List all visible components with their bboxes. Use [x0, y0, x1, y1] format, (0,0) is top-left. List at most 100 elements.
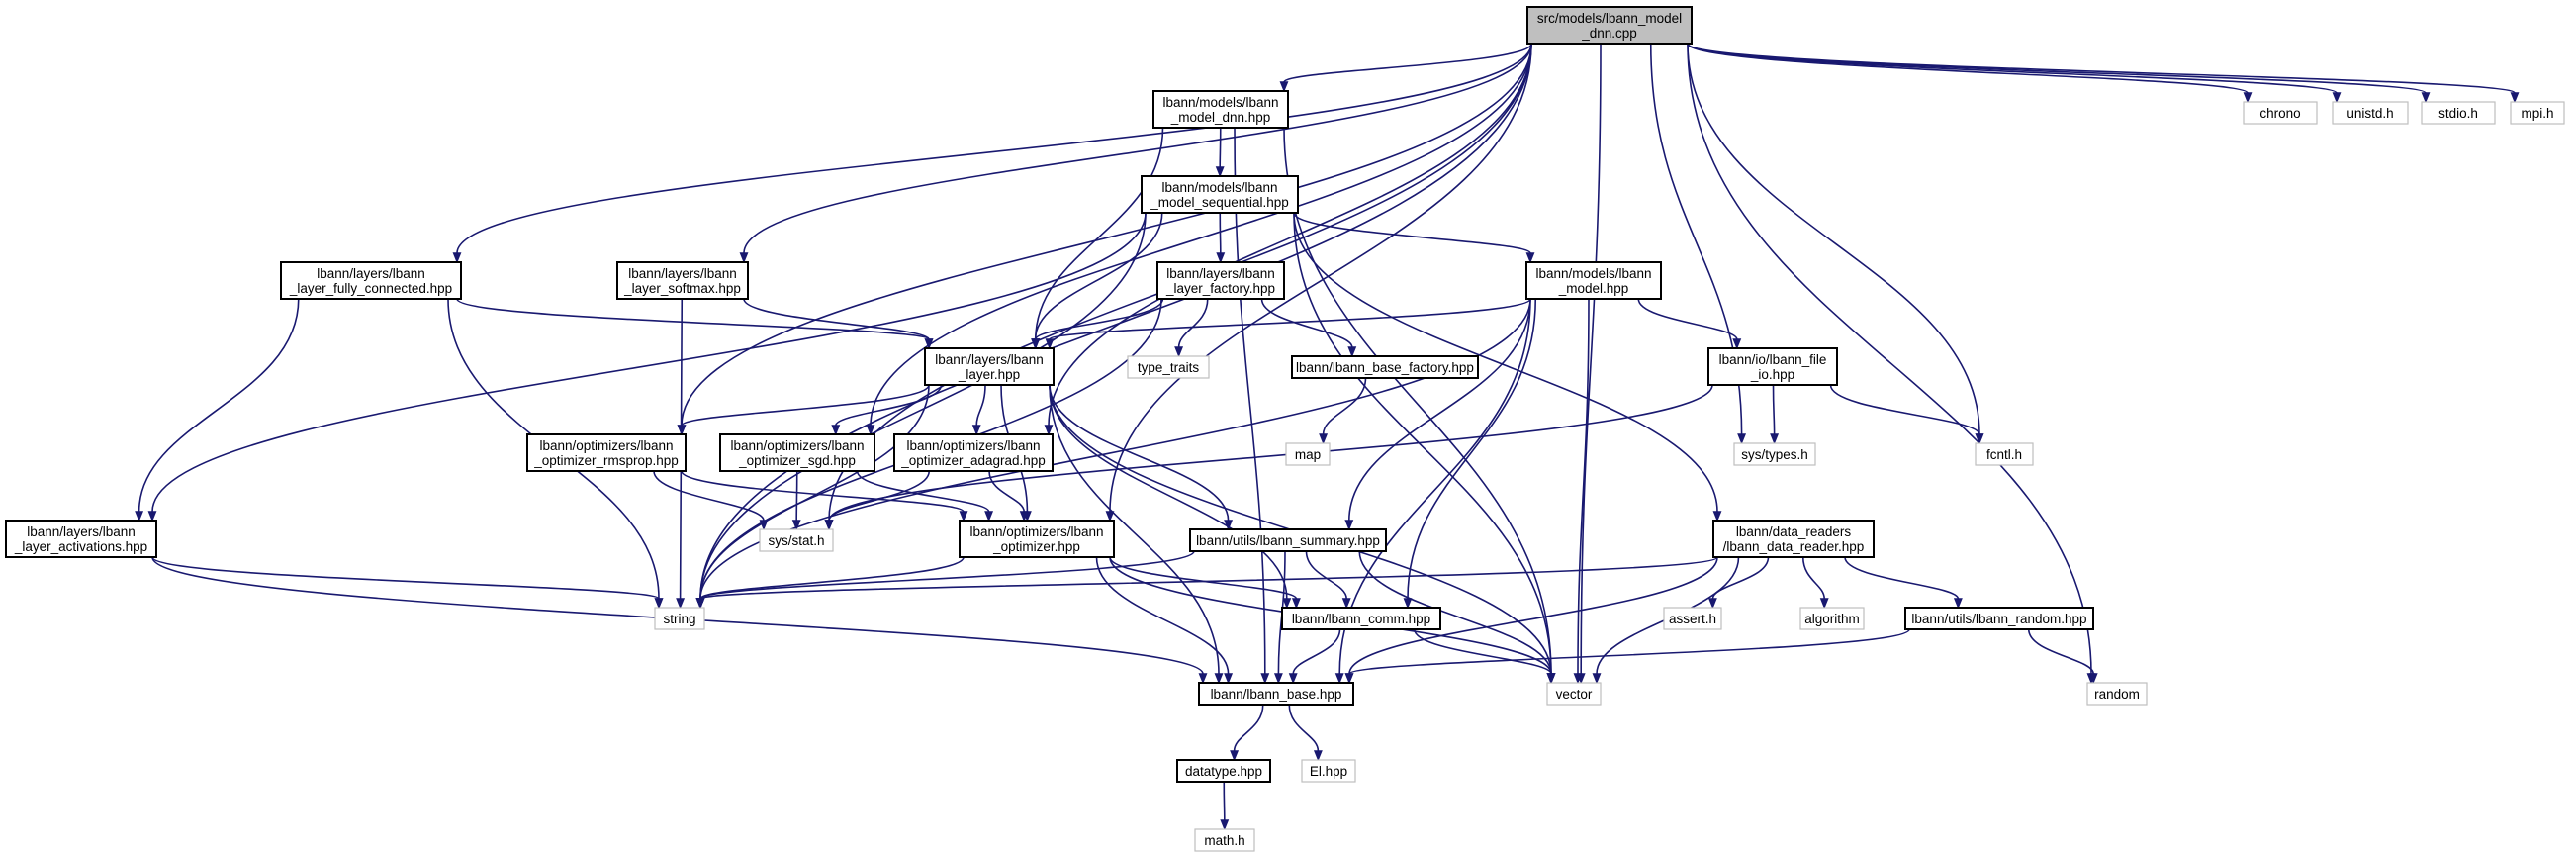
node-lbann-io-lbann-file-io-hpp[interactable]: lbann/io/lbann_file_io.hpp [1707, 347, 1838, 386]
node-datatype-hpp[interactable]: datatype.hpp [1176, 759, 1271, 783]
edge-n5-n8 [1177, 298, 1209, 348]
node-lbann-layers-lbann-layer-hpp[interactable]: lbann/layers/lbann_layer.hpp [924, 347, 1055, 386]
node-lbann-lbann-base-hpp[interactable]: lbann/lbann_base.hpp [1198, 682, 1354, 706]
edge-n6-n28 [1577, 298, 1590, 675]
node-lbann-optimizers-lbann-optimizer-sgd-hpp[interactable]: lbann/optimizers/lbann_optimizer_sgd.hpp [719, 433, 875, 472]
node-label: /lbann_data_reader.hpp [1723, 539, 1865, 554]
edge-n2-n7 [1034, 212, 1163, 340]
edge-n19-n23 [1109, 556, 1298, 600]
edge-n0-n15 [870, 43, 1532, 427]
node-string[interactable]: string [654, 607, 705, 630]
node-sys-stat-h[interactable]: sys/stat.h [759, 528, 834, 552]
node-label: lbann/optimizers/lbann [730, 438, 864, 453]
edge-n14-n18 [653, 470, 765, 522]
edge-n14-n19 [681, 470, 965, 513]
arrowhead-icon [1732, 338, 1742, 350]
edge-n6-n10 [1637, 298, 1738, 340]
node-box [5, 520, 157, 558]
arrowhead-icon [1224, 673, 1234, 685]
edge-n21-n25 [1801, 556, 1825, 600]
node-label: _model.hpp [1558, 281, 1629, 296]
node-lbann-models-lbann-model-dnn-hpp[interactable]: lbann/models/lbann_model_dnn.hpp [1152, 90, 1289, 129]
node-lbann-optimizers-lbann-optimizer-adagrad-hpp[interactable]: lbann/optimizers/lbann_optimizer_adagrad… [893, 433, 1054, 472]
node-lbann-lbann-comm-hpp[interactable]: lbann/lbann_comm.hpp [1281, 607, 1441, 630]
edge-n20-n23 [1305, 550, 1347, 600]
node-box [759, 528, 834, 552]
node-lbann-layers-lbann-layer-activations-hpp[interactable]: lbann/layers/lbann_layer_activations.hpp [5, 520, 157, 558]
node-vector[interactable]: vector [1546, 682, 1602, 706]
arrowhead-icon [739, 252, 749, 264]
arrowhead-icon [1403, 598, 1413, 610]
node-box [1127, 355, 1210, 379]
node-label: type_traits [1138, 360, 1200, 375]
node-box [2421, 101, 2496, 125]
edge-n2-n5 [1219, 212, 1222, 254]
node-unistd-h[interactable]: unistd.h [2332, 101, 2409, 125]
edge-n23-n27 [1292, 628, 1341, 675]
node-el-hpp[interactable]: El.hpp [1301, 759, 1356, 783]
node-lbann-optimizers-lbann-optimizer-rmsprop-hpp[interactable]: lbann/optimizers/lbann_optimizer_rmsprop… [526, 433, 687, 472]
node-label: _layer_softmax.hpp [623, 281, 741, 296]
node-lbann-optimizers-lbann-optimizer-hpp[interactable]: lbann/optimizers/lbann_optimizer.hpp [959, 520, 1115, 558]
node-lbann-data-readers-lbann-data-reader-hpp[interactable]: lbann/data_readers/lbann_data_reader.hpp [1712, 520, 1875, 558]
node-algorithm[interactable]: algorithm [1799, 607, 1865, 630]
node-type-traits[interactable]: type_traits [1127, 355, 1210, 379]
node-mpi-h[interactable]: mpi.h [2510, 101, 2565, 125]
node-lbann-models-lbann-model-sequential-hpp[interactable]: lbann/models/lbann_model_sequential.hpp [1141, 175, 1299, 214]
arrowhead-icon [1319, 433, 1329, 445]
node-math-h[interactable]: math.h [1194, 828, 1255, 852]
arrowhead-icon [1334, 673, 1344, 685]
arrowhead-icon [1288, 673, 1298, 685]
node-box [1189, 528, 1387, 552]
arrowhead-icon [676, 598, 686, 610]
node-box [1799, 607, 1865, 630]
arrowhead-icon [971, 425, 981, 436]
node-lbann-lbann-base-factory-hpp[interactable]: lbann/lbann_base_factory.hpp [1291, 355, 1479, 379]
edge-n6-n7 [1049, 298, 1531, 340]
arrowhead-icon [1282, 598, 1292, 610]
node-lbann-layers-lbann-layer-fully-connected-hpp[interactable]: lbann/layers/lbann_layer_fully_connected… [280, 261, 462, 300]
arrowhead-icon [452, 252, 462, 264]
node-lbann-utils-lbann-random-hpp[interactable]: lbann/utils/lbann_random.hpp [1904, 607, 2094, 630]
edge-n15-n19 [856, 470, 990, 513]
arrowhead-icon [1273, 673, 1283, 685]
node-label: lbann/data_readers [1736, 524, 1852, 539]
node-stdio-h[interactable]: stdio.h [2421, 101, 2496, 125]
arrowhead-icon [759, 520, 769, 531]
edge-n0-n28 [1580, 43, 1602, 675]
node-layer: src/models/lbann_model_dnn.cpp lbann/mode… [5, 6, 2565, 852]
node-src-models-lbann-model-dnn-cpp[interactable]: src/models/lbann_model_dnn.cpp [1526, 6, 1693, 45]
edge-n0-n22 [699, 43, 1532, 600]
edge-n5-n9 [1260, 298, 1353, 348]
node-lbann-layers-lbann-layer-softmax-hpp[interactable]: lbann/layers/lbann_layer_softmax.hpp [616, 261, 749, 300]
arrowhead-icon [824, 520, 834, 531]
node-label: _optimizer_sgd.hpp [738, 453, 856, 468]
arrowhead-icon [1953, 598, 1963, 610]
arrowhead-icon [1546, 673, 1556, 685]
node-label: lbann/lbann_base.hpp [1211, 687, 1342, 702]
node-box [1285, 442, 1331, 466]
edge-layer [135, 43, 2520, 831]
node-assert-h[interactable]: assert.h [1663, 607, 1722, 630]
node-random[interactable]: random [2086, 682, 2148, 706]
arrowhead-icon [677, 425, 687, 436]
arrowhead-icon [791, 520, 801, 531]
node-lbann-models-lbann-model-hpp[interactable]: lbann/models/lbann_model.hpp [1525, 261, 1662, 300]
node-box [1152, 90, 1289, 129]
arrowhead-icon [1260, 673, 1270, 685]
node-label: lbann/utils/lbann_random.hpp [1911, 612, 2086, 626]
node-box [1663, 607, 1722, 630]
node-label: map [1295, 447, 1321, 462]
node-sys-types-h[interactable]: sys/types.h [1733, 442, 1816, 466]
node-lbann-layers-lbann-layer-factory-hpp[interactable]: lbann/layers/lbann_layer_factory.hpp [1156, 261, 1285, 300]
node-label: lbann/lbann_comm.hpp [1292, 612, 1430, 626]
edge-n0-n1 [1283, 43, 1532, 83]
arrowhead-icon [1707, 598, 1717, 610]
node-fcntl-h[interactable]: fcntl.h [1975, 442, 2034, 466]
node-box [1291, 355, 1479, 379]
node-chrono[interactable]: chrono [2243, 101, 2318, 125]
node-map[interactable]: map [1285, 442, 1331, 466]
edge-n2-n28 [1293, 212, 1552, 675]
node-lbann-utils-lbann-summary-hpp[interactable]: lbann/utils/lbann_summary.hpp [1189, 528, 1387, 552]
